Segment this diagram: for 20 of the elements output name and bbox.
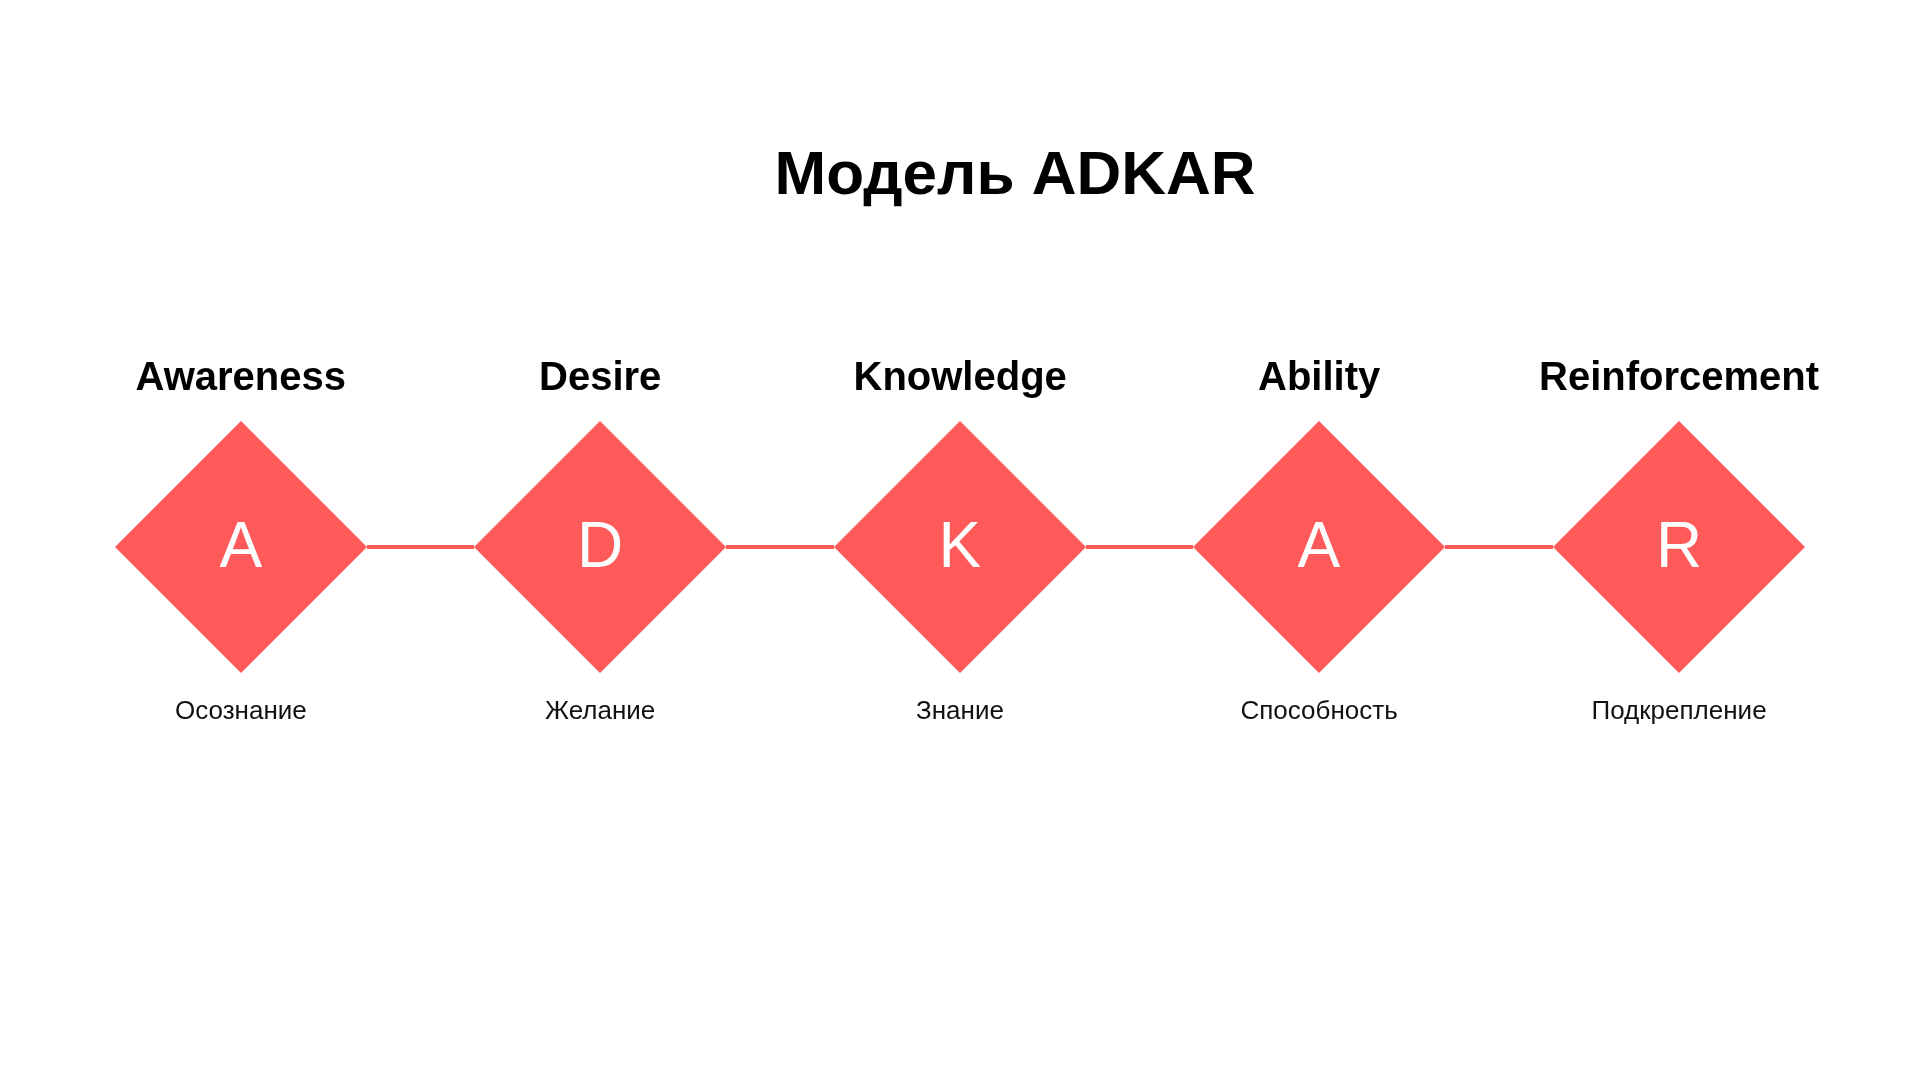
- diagram-title: Модель ADKAR: [774, 137, 1256, 209]
- stage-heading: Desire: [539, 353, 662, 400]
- connector-line: [367, 545, 474, 549]
- stage-caption: Желание: [545, 695, 656, 726]
- stage-caption: Осознание: [175, 695, 307, 726]
- connector-line: [1445, 545, 1553, 549]
- stage-heading: Reinforcement: [1539, 353, 1820, 400]
- stage-caption: Знание: [916, 695, 1004, 726]
- diamond-letter: A: [219, 508, 263, 582]
- connector-line: [1086, 545, 1193, 549]
- connector-line: [726, 545, 834, 549]
- stage-caption: Способность: [1240, 695, 1398, 726]
- stage-heading: Knowledge: [853, 353, 1067, 400]
- diamond-letter: A: [1297, 508, 1341, 582]
- diamond-letter: K: [938, 508, 982, 582]
- diamond-letter: R: [1656, 508, 1703, 582]
- stage-caption: Подкрепление: [1591, 695, 1767, 726]
- diamond-letter: D: [577, 508, 624, 582]
- stage-heading: Awareness: [135, 353, 346, 400]
- stage-heading: Ability: [1258, 353, 1381, 400]
